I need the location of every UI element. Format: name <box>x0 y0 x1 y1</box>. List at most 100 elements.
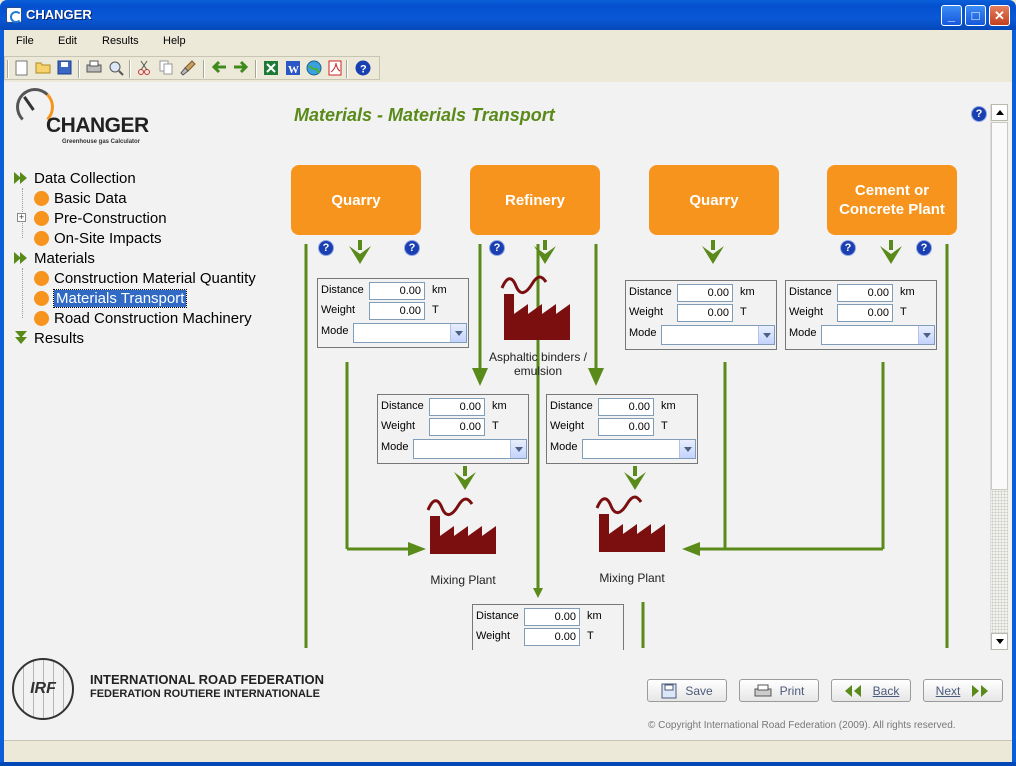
mode-select[interactable] <box>353 323 467 343</box>
back-button[interactable]: Back <box>831 679 911 702</box>
toolbar-separator <box>255 60 257 78</box>
print-preview-icon[interactable] <box>107 60 125 78</box>
flow-arrowheads <box>408 368 700 598</box>
next-button[interactable]: Next <box>923 679 1003 702</box>
menu-edit[interactable]: Edit <box>58 35 77 47</box>
collapsed-arrow-icon <box>14 171 30 185</box>
mixing-plant-label: Mixing Plant <box>599 571 665 585</box>
globe-icon[interactable] <box>305 60 323 78</box>
dropdown-arrow-icon[interactable] <box>758 326 774 344</box>
scroll-up-arrow-icon[interactable] <box>991 104 1008 121</box>
excel-icon[interactable] <box>262 60 280 78</box>
expand-plus-icon[interactable]: + <box>17 212 26 222</box>
tree-item-basic-data[interactable]: Basic Data <box>34 188 127 208</box>
copyright-text: © Copyright International Road Federatio… <box>648 720 956 731</box>
tree-item-label-selected: Materials Transport <box>52 288 188 308</box>
weight-input[interactable] <box>429 418 485 436</box>
tree-item-road-construction-machinery[interactable]: Road Construction Machinery <box>34 308 252 328</box>
distance-label: Distance <box>381 400 424 412</box>
mode-select[interactable] <box>661 325 775 345</box>
clear-brush-icon[interactable] <box>179 60 197 78</box>
mode-label: Mode <box>381 441 409 453</box>
weight-input[interactable] <box>598 418 654 436</box>
help-icon[interactable]: ? <box>354 60 372 78</box>
maximize-button[interactable]: □ <box>965 5 986 26</box>
tree-item-construction-material-quantity[interactable]: Construction Material Quantity <box>34 268 256 288</box>
print-button[interactable]: Print <box>739 679 819 702</box>
tree-item-data-collection[interactable]: Data Collection <box>14 168 136 188</box>
new-document-icon[interactable] <box>13 60 31 78</box>
tonnes-unit: T <box>900 306 907 318</box>
dropdown-arrow-icon[interactable] <box>918 326 934 344</box>
source-refinery: Refinery <box>470 165 600 235</box>
weight-input[interactable] <box>677 304 733 322</box>
minimize-button[interactable]: _ <box>941 5 962 26</box>
weight-input[interactable] <box>524 628 580 646</box>
forward-arrow-icon[interactable] <box>232 60 250 78</box>
help-icon[interactable]: ? <box>917 241 931 255</box>
km-unit: km <box>661 400 676 412</box>
tree-item-materials-transport[interactable]: Materials Transport <box>34 288 188 308</box>
help-icon[interactable]: ? <box>841 241 855 255</box>
print-icon[interactable] <box>85 60 103 78</box>
back-arrow-icon[interactable] <box>210 60 228 78</box>
distance-input[interactable] <box>429 398 485 416</box>
help-icon[interactable]: ? <box>490 241 504 255</box>
open-folder-icon[interactable] <box>34 60 52 78</box>
tonnes-unit: T <box>740 306 747 318</box>
dropdown-arrow-icon[interactable] <box>510 440 526 458</box>
scroll-down-arrow-icon[interactable] <box>991 633 1008 650</box>
word-icon[interactable]: W <box>284 60 302 78</box>
help-icon[interactable]: ? <box>319 241 333 255</box>
tree-item-materials[interactable]: Materials <box>14 248 95 268</box>
km-unit: km <box>492 400 507 412</box>
vertical-scrollbar[interactable] <box>990 104 1008 650</box>
window-border-right <box>1012 30 1016 766</box>
cut-icon[interactable] <box>135 60 153 78</box>
weight-label: Weight <box>629 306 664 318</box>
distance-label: Distance <box>789 286 832 298</box>
weight-input[interactable] <box>369 302 425 320</box>
distance-input[interactable] <box>598 398 654 416</box>
title-bar[interactable]: CHANGER _ □ ✕ <box>0 0 1016 30</box>
orange-dot-icon <box>34 190 49 206</box>
distance-input[interactable] <box>677 284 733 302</box>
distance-input[interactable] <box>837 284 893 302</box>
save-disk-icon <box>661 683 677 698</box>
distance-input[interactable] <box>524 608 580 626</box>
client-area: CHANGER Greenhouse gas Calculator Data C… <box>4 82 1012 762</box>
source-cement-concrete-plant: Cement or Concrete Plant <box>827 165 957 235</box>
mode-select[interactable] <box>582 439 696 459</box>
next-double-arrow-icon <box>972 684 989 697</box>
scroll-thumb[interactable] <box>991 122 1008 490</box>
toolbar-separator <box>129 60 131 78</box>
menu-help[interactable]: Help <box>163 35 186 47</box>
help-icon[interactable]: ? <box>405 241 419 255</box>
distance-input[interactable] <box>369 282 425 300</box>
menu-results[interactable]: Results <box>102 35 139 47</box>
window-title: CHANGER <box>26 7 92 22</box>
close-button[interactable]: ✕ <box>989 5 1010 26</box>
mode-select[interactable] <box>821 325 935 345</box>
mode-select[interactable] <box>413 439 527 459</box>
copy-icon[interactable] <box>157 60 175 78</box>
page-help-icon[interactable]: ? <box>972 107 986 121</box>
menu-file[interactable]: File <box>16 35 34 47</box>
mode-label: Mode <box>629 327 657 339</box>
pdf-icon[interactable] <box>326 60 344 78</box>
save-disk-icon[interactable] <box>55 60 73 78</box>
transport-flow-diagram <box>304 240 949 648</box>
weight-input[interactable] <box>837 304 893 322</box>
tree-item-results[interactable]: Results <box>14 328 84 348</box>
transport-form-refinery-to-mixing-plant-2: Distance km Weight T Mode <box>546 394 698 464</box>
tree-item-pre-construction[interactable]: Pre-Construction <box>34 208 167 228</box>
window-border-left <box>0 30 4 766</box>
dropdown-arrow-icon[interactable] <box>679 440 695 458</box>
save-button[interactable]: Save <box>647 679 727 702</box>
scroll-track[interactable] <box>991 490 1008 633</box>
toolbar: W ? <box>4 56 380 80</box>
dropdown-arrow-icon[interactable] <box>450 324 466 342</box>
source-quarry-2: Quarry <box>649 165 779 235</box>
tree-item-on-site-impacts[interactable]: On-Site Impacts <box>34 228 162 248</box>
tree-item-label: On-Site Impacts <box>54 229 162 247</box>
